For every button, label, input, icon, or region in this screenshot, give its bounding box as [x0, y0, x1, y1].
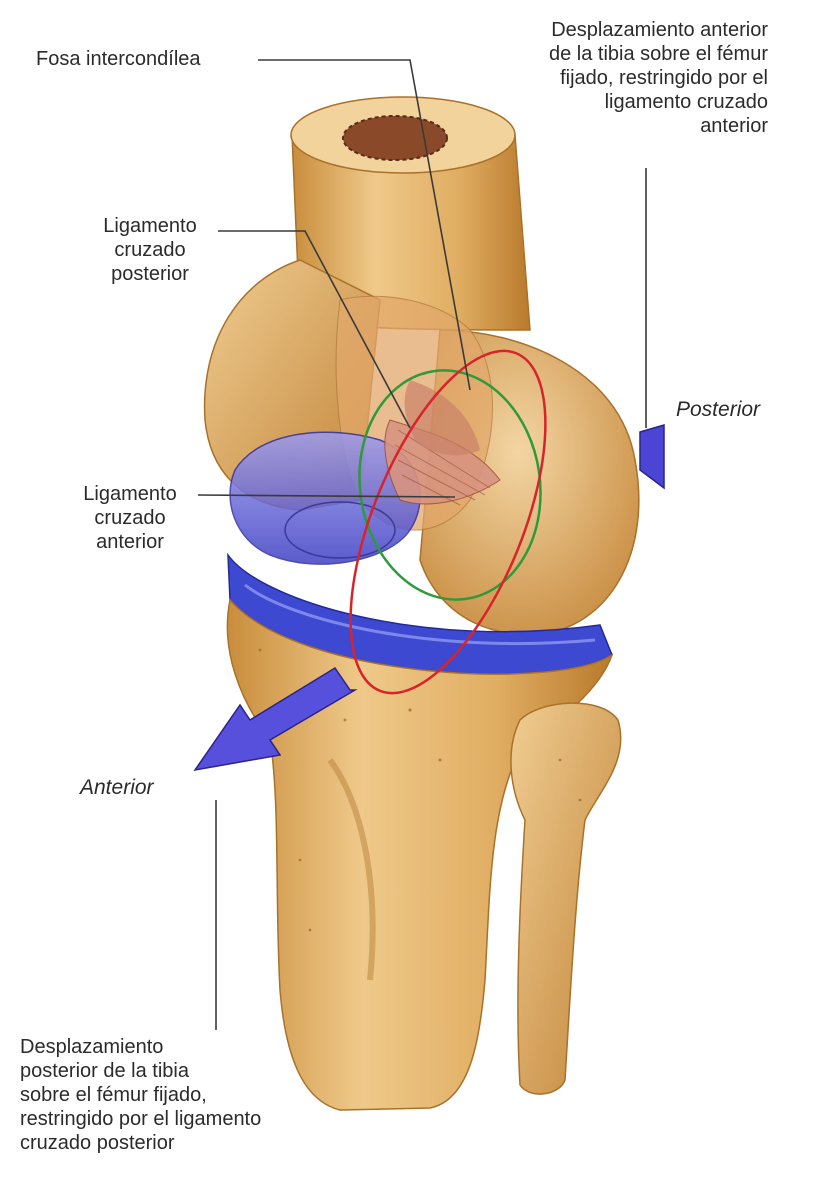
leader-lcp	[218, 230, 411, 429]
label-ligamento-cruzado-posterior: Ligamento cruzado posterior	[103, 215, 197, 285]
leader-lca	[197, 494, 456, 498]
lateral-meniscus-inner	[284, 501, 396, 559]
label-anterior-displacement: Desplazamiento anterior de la tibia sobr…	[548, 19, 768, 137]
label-ligamento-cruzado-anterior: Ligamento cruzado anterior	[83, 483, 177, 553]
posterior-arrow	[639, 424, 665, 490]
red-circle	[349, 349, 547, 695]
fibula	[510, 702, 622, 1095]
leader-fosa	[258, 59, 471, 391]
lateral-meniscus	[229, 431, 421, 565]
medullary-cavity	[342, 115, 448, 161]
label-fosa-intercondilea: Fosa intercondílea	[36, 48, 201, 70]
tibia	[226, 598, 614, 1111]
anterior-arrow	[193, 666, 358, 772]
label-posterior: Posterior	[676, 398, 761, 421]
green-circle	[358, 369, 542, 601]
label-anterior: Anterior	[80, 776, 154, 799]
pcl-fibers	[404, 380, 480, 456]
label-posterior-displacement: Desplazamiento posterior de la tibia sob…	[20, 1036, 262, 1154]
